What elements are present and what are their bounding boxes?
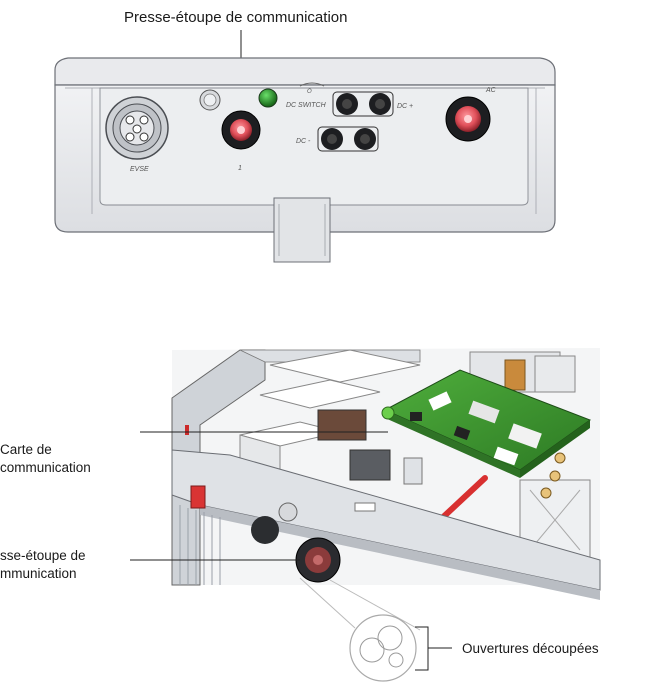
- ac-marking: AC: [485, 87, 497, 94]
- cut-openings-label: Ouvertures découpées: [462, 641, 599, 656]
- communication-gland: 1: [221, 110, 261, 172]
- dc-minus-marking: DC -: [296, 138, 311, 145]
- communication-gland-label-line2: mmunication: [0, 566, 77, 581]
- cut-openings-detail: [299, 577, 452, 682]
- dc-minus-connectors: DC -: [296, 126, 379, 152]
- dc-plus-marking: DC +: [397, 103, 413, 110]
- gland-callout-label: Presse-étoupe de communication: [124, 9, 348, 26]
- evse-connector: EVSE: [105, 96, 169, 173]
- status-led: [258, 88, 278, 108]
- switch-marking: DC SWITCH: [286, 102, 327, 109]
- svg-text:O: O: [307, 89, 312, 95]
- evse-marking: EVSE: [130, 166, 149, 173]
- dc-plus-connectors: DC +: [332, 91, 413, 117]
- ac-gland: AC: [445, 87, 497, 142]
- communication-card-label-line2: communication: [0, 460, 91, 475]
- dc-switch: O DC SWITCH: [286, 82, 327, 109]
- inverter-bottom-face: [54, 57, 556, 263]
- interior-view: [171, 348, 601, 600]
- vent-plug: [199, 89, 221, 111]
- gland-number-marking: 1: [238, 165, 242, 172]
- communication-card-label-line1: Carte de: [0, 442, 52, 457]
- communication-gland-label-line1: sse-étoupe de: [0, 548, 86, 563]
- interior-communication-gland: [295, 537, 341, 583]
